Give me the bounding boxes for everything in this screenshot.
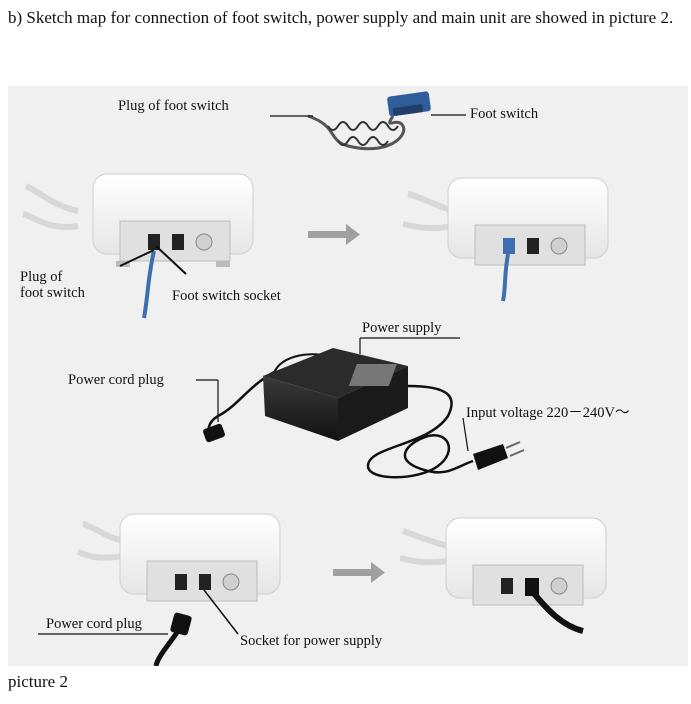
label-plug-of-foot-switch-line2: foot switch (20, 285, 85, 301)
arrow-right-icon (308, 224, 360, 245)
label-plug-of-foot-switch-top: Plug of foot switch (118, 98, 229, 114)
label-power-cord-plug-middle: Power cord plug (68, 372, 164, 388)
illustration (22, 91, 609, 666)
intro-text: b) Sketch map for connection of foot swi… (8, 8, 674, 27)
picture-panel: Plug of foot switch Foot switch Plug of … (8, 86, 688, 666)
foot-switch-icon (307, 91, 431, 151)
label-foot-switch: Foot switch (470, 106, 539, 122)
power-adapter-icon (207, 348, 474, 479)
label-input-voltage: Input voltage 220－240V～ (466, 405, 630, 421)
figure-caption: picture 2 (8, 672, 68, 691)
plug-icon (203, 423, 525, 470)
main-unit-icon (76, 513, 281, 602)
label-power-cord-plug-bottom: Power cord plug (46, 616, 142, 632)
main-unit-icon (22, 173, 254, 267)
main-unit-icon (402, 177, 609, 266)
arrow-right-icon (333, 562, 385, 583)
label-plug-of-foot-switch-line1: Plug of (20, 269, 63, 285)
label-foot-switch-socket: Foot switch socket (172, 288, 281, 304)
label-power-supply: Power supply (362, 320, 442, 336)
label-socket-for-power-supply: Socket for power supply (240, 633, 383, 649)
main-unit-icon (399, 517, 607, 606)
